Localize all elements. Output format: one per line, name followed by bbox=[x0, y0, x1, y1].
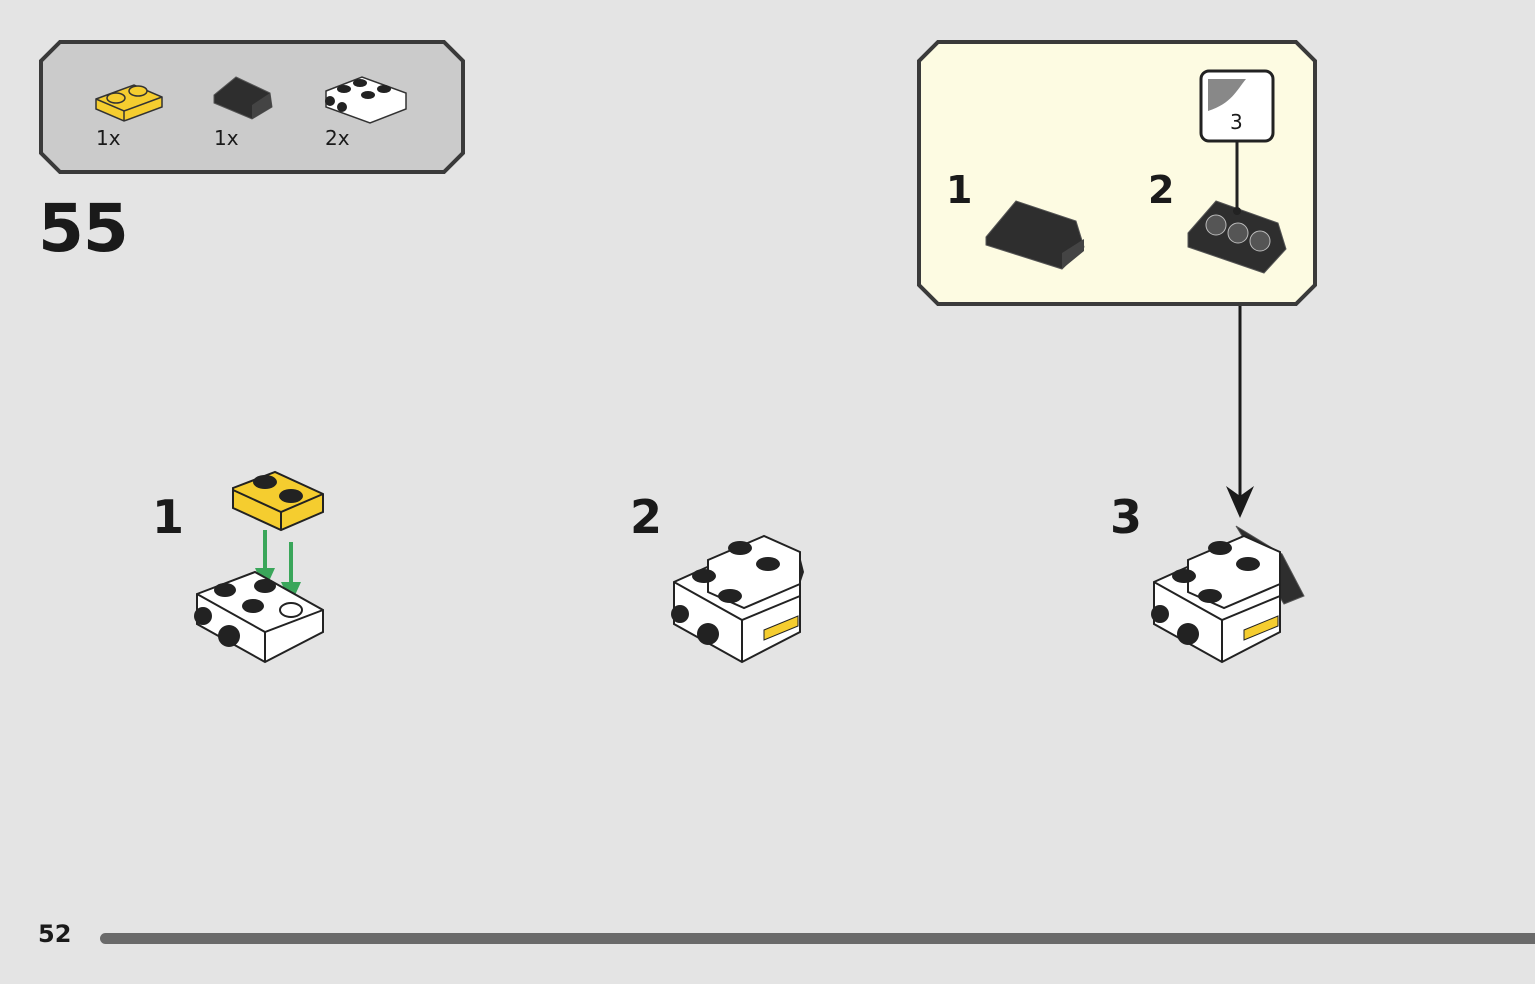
sub-step-1-illustration bbox=[194, 470, 324, 664]
yellow-plate-icon bbox=[232, 470, 324, 532]
white-bracket-icon bbox=[325, 76, 407, 124]
part-qty-white-bracket: 2x bbox=[325, 126, 350, 150]
page-progress-bar bbox=[100, 933, 1535, 944]
part-qty-yellow-plate: 1x bbox=[96, 126, 121, 150]
callout-box bbox=[917, 40, 1317, 306]
sub-step-3-illustration bbox=[1151, 525, 1305, 664]
yellow-plate-icon bbox=[95, 84, 163, 122]
part-qty-black-slope: 1x bbox=[214, 126, 239, 150]
sub-step-1: 1 bbox=[152, 490, 185, 544]
black-slope-icon bbox=[213, 76, 273, 120]
white-bracket-icon bbox=[194, 570, 324, 664]
callout-slope-icon bbox=[985, 200, 1085, 270]
callout-slope-sticker-icon bbox=[1187, 200, 1287, 274]
sticker-number: 3 bbox=[1230, 110, 1243, 134]
sub-step-3: 3 bbox=[1110, 490, 1143, 544]
step-number: 55 bbox=[38, 190, 129, 267]
sub-step-2: 2 bbox=[630, 490, 663, 544]
parts-list-box bbox=[39, 40, 465, 174]
page-number: 52 bbox=[38, 920, 72, 948]
callout-step-2: 2 bbox=[1148, 168, 1175, 212]
callout-step-1: 1 bbox=[946, 168, 973, 212]
sticker-reference-icon bbox=[1199, 69, 1275, 215]
sub-step-2-illustration bbox=[671, 534, 804, 664]
callout-arrow-icon bbox=[1226, 306, 1254, 518]
